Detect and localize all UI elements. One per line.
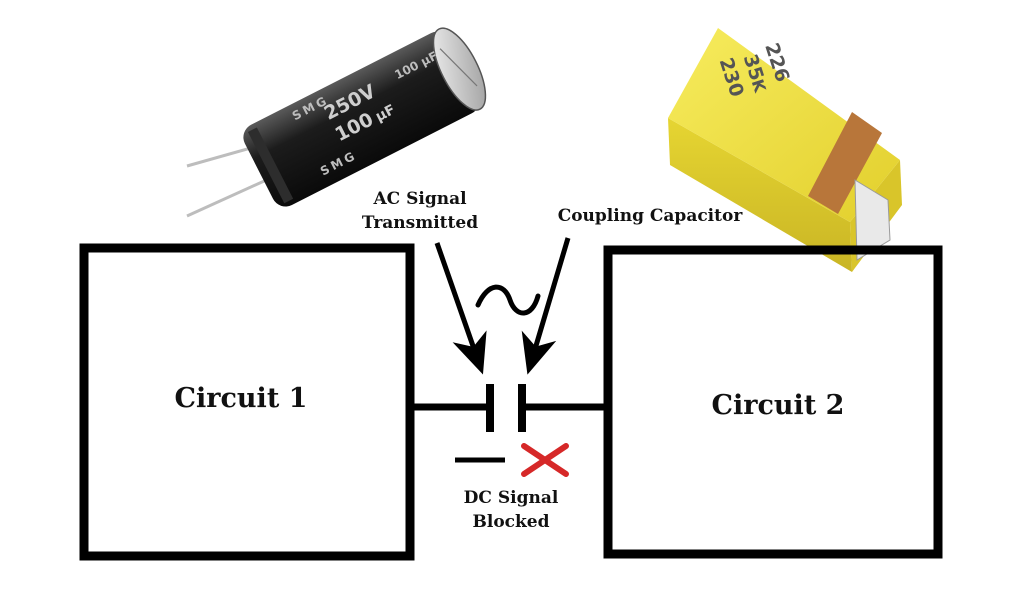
- capacitor-top-disc: [432, 27, 487, 111]
- circuit-1-box: [79, 243, 415, 561]
- capacitor-sleeve-stripe: [247, 127, 294, 204]
- dc-signal-label-line1: DC Signal: [464, 488, 559, 508]
- capacitor-body: [243, 31, 480, 207]
- tantalum-terminal: [854, 179, 891, 261]
- circuit-2-box: [603, 245, 943, 559]
- arrow-ac-signal: [434, 242, 487, 375]
- electrolytic-capacitor-image: 250V 100 µF SMG SMG 100 µF: [186, 27, 487, 218]
- tantalum-front-face: [668, 118, 852, 272]
- ac-signal-label-line2: Transmitted: [362, 213, 478, 233]
- blocked-cross-icon: [521, 443, 569, 477]
- arrow-coupling-capacitor: [521, 237, 571, 375]
- circuit-2-label: Circuit 2: [712, 390, 845, 421]
- ac-signal-label-line1: AC Signal: [372, 189, 467, 209]
- capacitor-vent-line: [439, 48, 478, 87]
- dc-signal-label-line2: Blocked: [473, 512, 550, 532]
- circuit-1-label: Circuit 1: [175, 383, 308, 414]
- coupling-capacitor-label: Coupling Capacitor: [558, 206, 744, 226]
- tantalum-capacitor-image: 226 35 K 230: [668, 28, 902, 272]
- tantalum-polarity-band: [808, 112, 882, 214]
- ac-wave-icon: [475, 284, 541, 316]
